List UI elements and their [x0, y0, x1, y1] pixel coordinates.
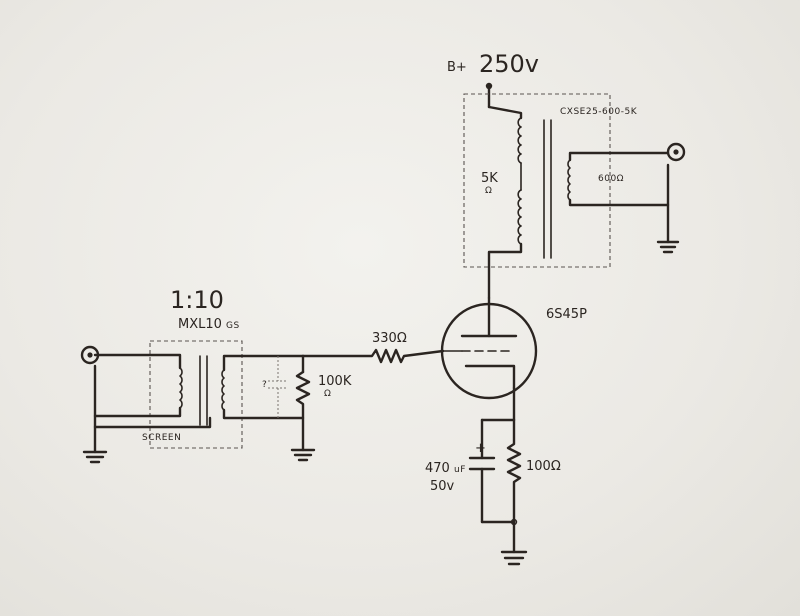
- triode-tube: 6S45P: [440, 296, 587, 400]
- grid-load-unit: Ω: [324, 389, 331, 399]
- output-jack: [666, 142, 686, 244]
- input-jack-center: [87, 352, 93, 358]
- input-secondary-hot-wire: [222, 354, 305, 372]
- optional-capacitor: [268, 356, 288, 418]
- primary-impedance-unit: Ω: [485, 186, 492, 196]
- input-secondary-return-wire: [222, 408, 305, 420]
- input-ratio-label: 1:10: [170, 286, 224, 314]
- input-transformer: 1:10 MXL10 GS SCREEN: [93, 286, 305, 449]
- b-plus-voltage: 250v: [479, 50, 539, 78]
- input-transformer-suffix: GS: [226, 321, 240, 331]
- input-secondary-winding: [221, 369, 225, 411]
- grid-load-value: 100K: [318, 374, 352, 389]
- grid-load-resistor-symbol: [295, 370, 311, 452]
- screen-label: SCREEN: [142, 433, 181, 443]
- cathode-bottom-bus: [480, 520, 516, 554]
- input-transformer-model: MXL10: [178, 317, 222, 332]
- tube-label: 6S45P: [546, 307, 587, 322]
- input-hot-wire: [93, 353, 182, 370]
- grid-load: 100K Ω ?: [262, 354, 352, 452]
- cap-unit: uF: [454, 465, 466, 475]
- b-plus-supply: B+ 250v: [447, 50, 539, 109]
- output-jack-outer: [666, 142, 686, 162]
- grid-stopper-symbol: [301, 348, 445, 364]
- grid-stopper-value: 330Ω: [372, 331, 407, 346]
- cap-polarity: +: [475, 441, 486, 456]
- cathode-resistor-value: 100Ω: [526, 459, 561, 474]
- output-transformer-box: [463, 93, 611, 268]
- output-transformer-model: CXSE25-600-5K: [560, 107, 638, 117]
- primary-impedance-label: 5K: [481, 171, 498, 186]
- secondary-winding: [567, 159, 571, 201]
- cathode-network: + 470 uF 50v 100Ω: [425, 386, 561, 554]
- input-primary-winding: [179, 367, 183, 409]
- secondary-hot-wire: [568, 151, 670, 162]
- secondary-return-wire: [568, 163, 670, 207]
- primary-winding: [517, 117, 522, 245]
- cathode-bottom-node: [510, 518, 518, 526]
- secondary-impedance-label: 600Ω: [598, 174, 624, 184]
- plate-wire: [487, 242, 523, 300]
- screen-wire: [93, 416, 212, 429]
- input-return-wire: [93, 406, 182, 418]
- output-transformer: CXSE25-600-5K 5K Ω 600Ω: [463, 93, 670, 300]
- output-jack-center: [673, 149, 679, 155]
- optional-cap-label: ?: [262, 380, 267, 390]
- tube-cathode: [464, 364, 516, 390]
- input-jack: [80, 345, 100, 454]
- cap-voltage: 50v: [430, 479, 455, 494]
- input-jack-outer: [80, 345, 100, 365]
- grid-stopper-resistor: 330Ω: [301, 331, 445, 364]
- input-transformer-box: [149, 340, 243, 449]
- cathode-resistor-symbol: [506, 418, 522, 524]
- primary-top-wire: [487, 105, 523, 120]
- cap-value: 470: [425, 461, 450, 476]
- input-ground-symbol: [82, 450, 108, 464]
- cathode-ground-symbol: [500, 550, 528, 566]
- grid-ground-symbol: [290, 448, 316, 462]
- b-plus-label: B+: [447, 60, 467, 75]
- output-ground-symbol: [656, 240, 680, 254]
